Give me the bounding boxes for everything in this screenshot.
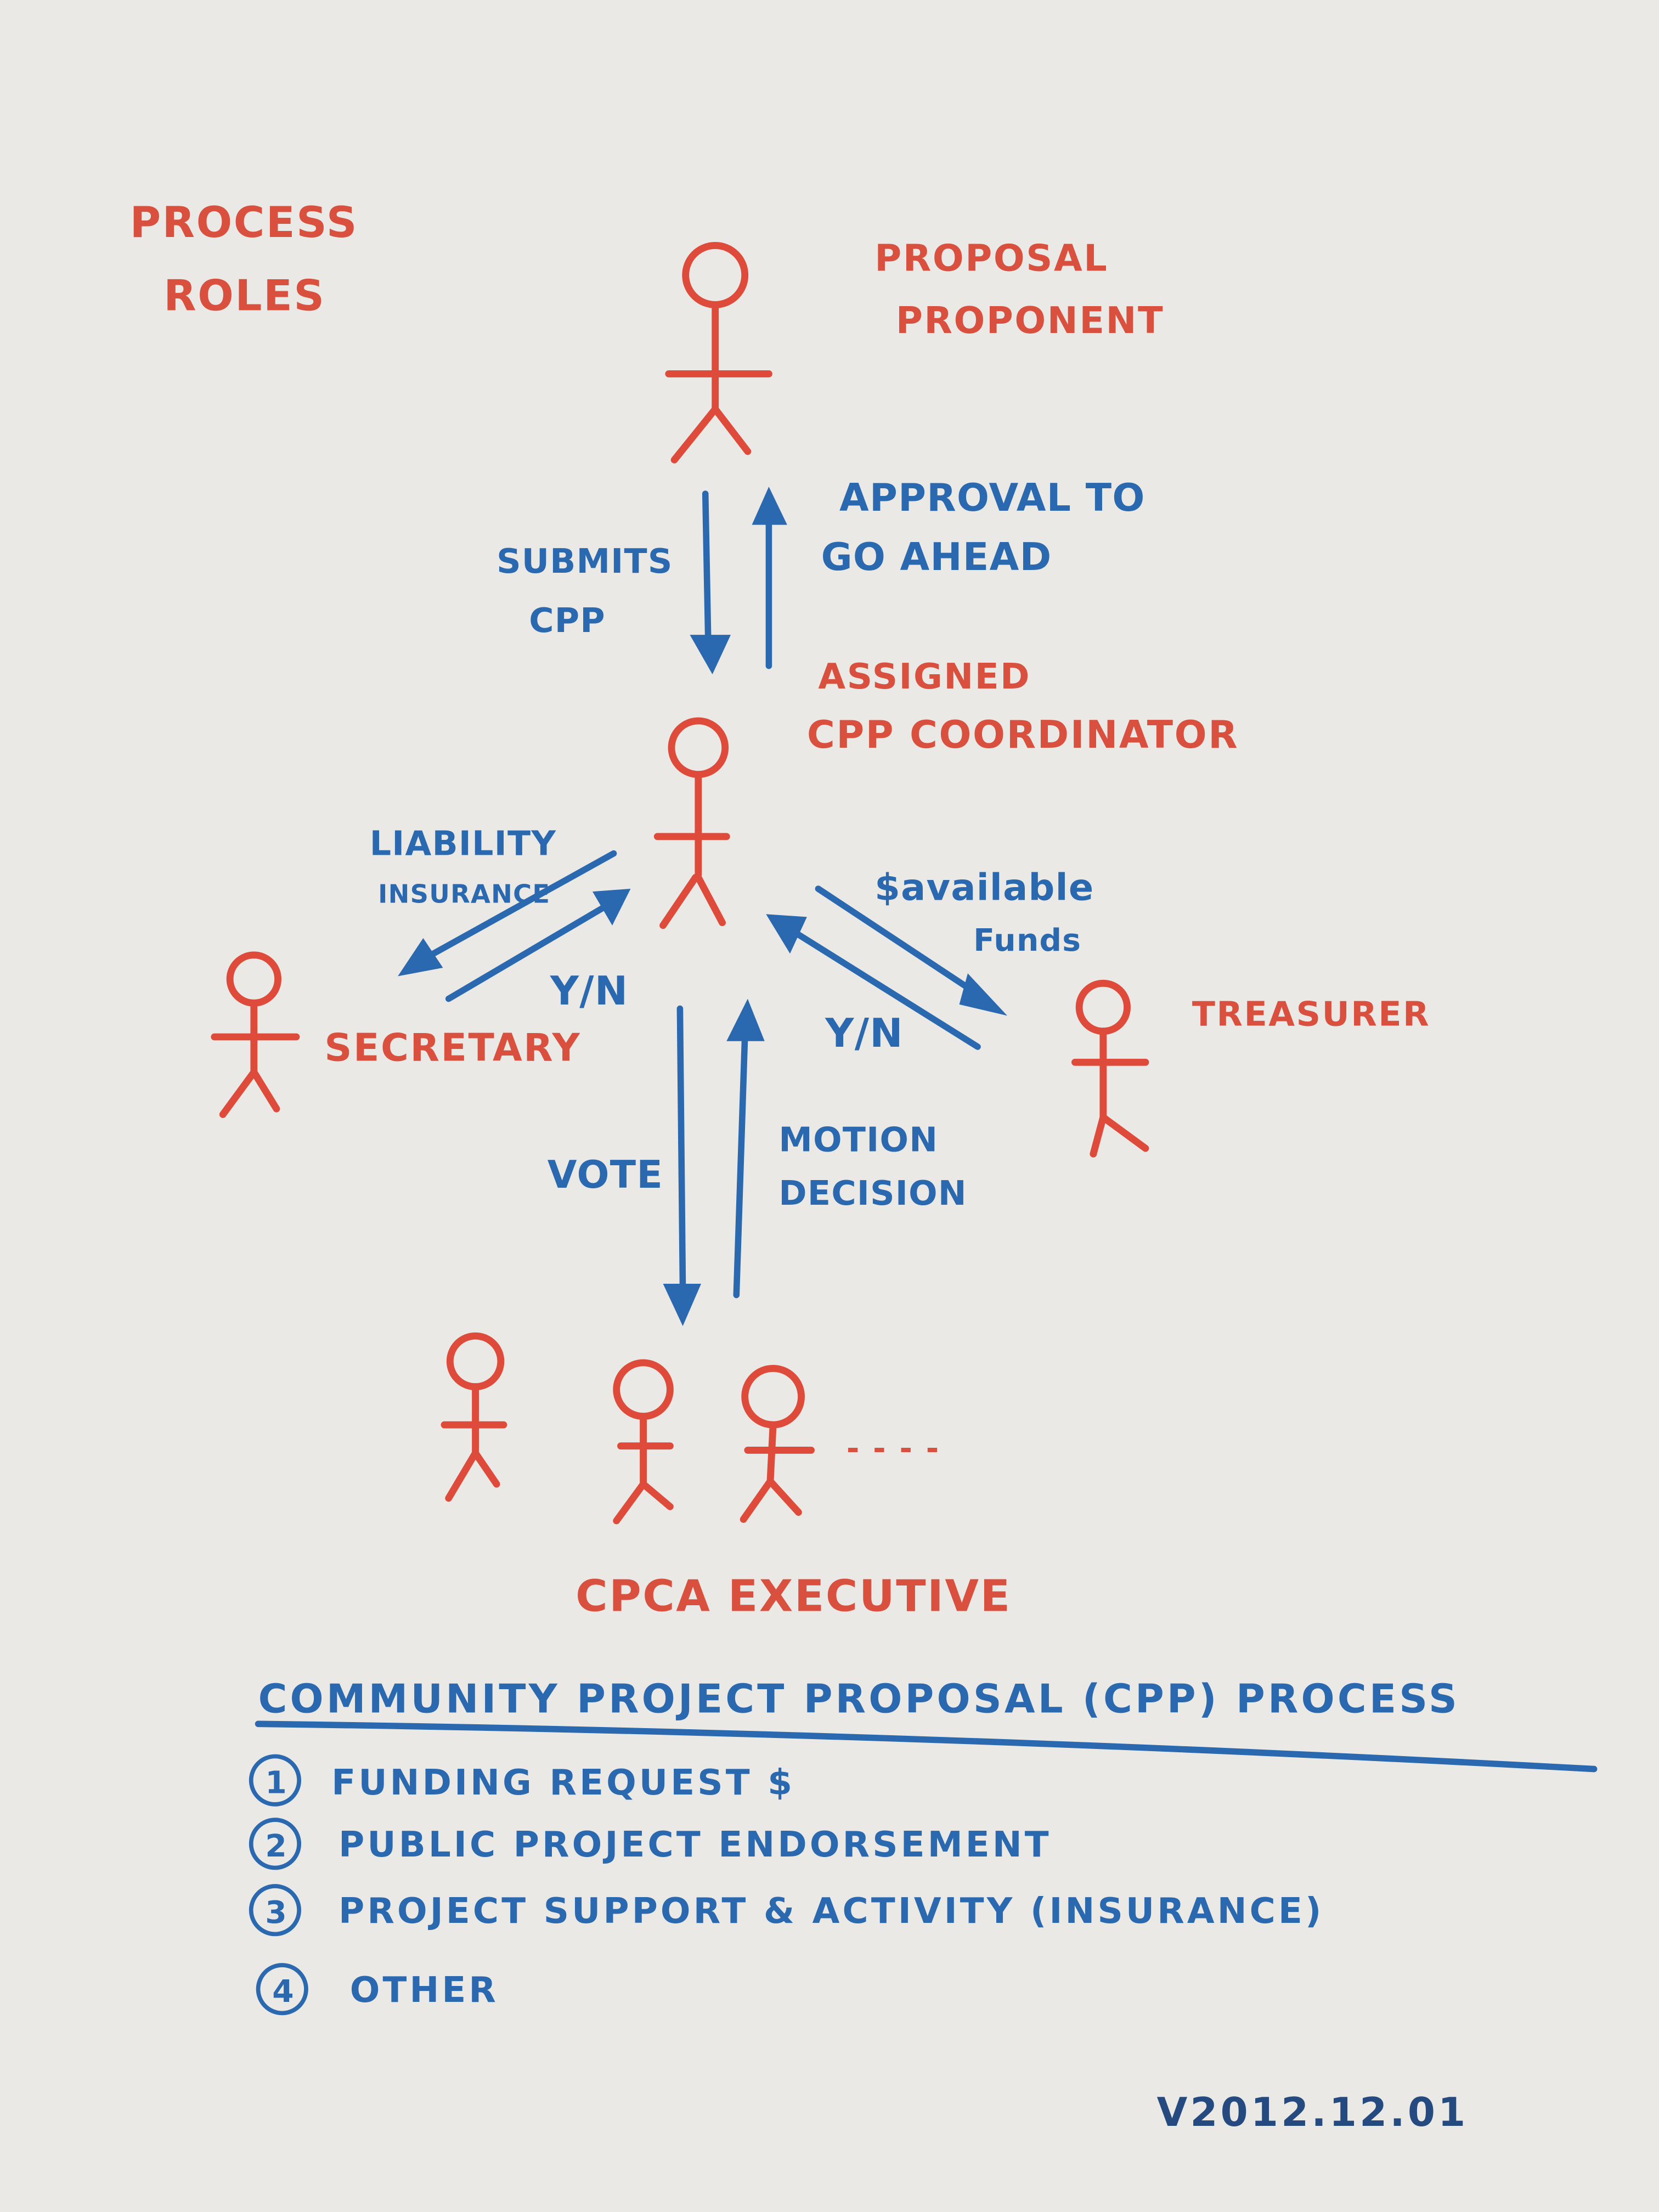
more-members-ellipsis: - - - -: [847, 1430, 940, 1466]
proponent-figure-icon: [665, 242, 772, 464]
liability-label-line1: Liability: [370, 823, 557, 863]
motion-arrow-icon: [726, 998, 765, 1299]
treasurer-label: Treasurer: [1192, 994, 1430, 1034]
executive-member-figure-icon: [441, 1332, 507, 1502]
title-line1: Process: [130, 198, 358, 247]
process-item-number: 3: [265, 1894, 290, 1931]
submits-label-line2: CPP: [529, 601, 606, 640]
funds-arrow-icon: [815, 885, 1007, 1016]
secretary-reply-arrow-icon: [445, 889, 631, 1002]
process-item-number: 2: [265, 1828, 290, 1864]
title-line2: Roles: [163, 272, 325, 321]
coordinator-label-line1: Assigned: [818, 656, 1031, 697]
motion-label-line1: Motion: [778, 1120, 938, 1159]
process-heading: Community Project Proposal (CPP) Process: [258, 1676, 1460, 1722]
process-item-label: Other: [350, 1970, 499, 2011]
proponent-label-line2: Proponent: [896, 299, 1164, 342]
vote-label: Vote: [548, 1153, 663, 1197]
liability-label-line2: Insurance: [378, 879, 550, 909]
executive-label: CPCA Executive: [575, 1571, 1012, 1622]
process-item: 4 Other: [256, 1963, 499, 2016]
submits-arrow-icon: [690, 490, 731, 675]
treasurer-reply-label: Y/N: [825, 1010, 904, 1056]
coordinator-label-line2: CPP Coordinator: [807, 713, 1239, 757]
process-item-label: Project Support & Activity (Insurance): [338, 1891, 1324, 1932]
approval-label-line1: Approval to: [839, 476, 1146, 520]
vote-arrow-icon: [663, 1005, 701, 1327]
funds-label-line2: Funds: [973, 922, 1081, 958]
secretary-label: Secretary: [324, 1026, 581, 1070]
funds-label-line1: $available: [874, 866, 1094, 909]
process-item-number: 1: [265, 1764, 290, 1801]
approval-label-line2: Go Ahead: [821, 535, 1052, 579]
process-item: 1 Funding Request $: [249, 1754, 795, 1807]
process-item: 3 Project Support & Activity (Insurance): [249, 1884, 1324, 1937]
approval-arrow-icon: [752, 487, 787, 669]
treasurer-reply-arrow-icon: [766, 914, 981, 1050]
coordinator-figure-icon: [653, 717, 730, 929]
executive-member-figure-icon: [613, 1359, 674, 1525]
motion-label-line2: Decision: [778, 1173, 967, 1213]
liability-arrow-icon: [398, 850, 617, 977]
secretary-figure-icon: [211, 951, 300, 1118]
process-item-label: Public Project Endorsement: [338, 1824, 1052, 1865]
process-item: 2 Public Project Endorsement: [249, 1818, 1052, 1870]
process-item-label: Funding Request $: [331, 1762, 795, 1803]
submits-label-line1: Submits: [496, 541, 673, 581]
treasurer-figure-icon: [1071, 979, 1149, 1158]
process-item-number: 4: [272, 1973, 297, 2010]
version-label: V2012.12.01: [1157, 2089, 1469, 2135]
executive-member-figure-icon: [740, 1364, 815, 1523]
secretary-reply-label: Y/N: [550, 968, 629, 1014]
proponent-label-line1: Proposal: [874, 237, 1108, 280]
heading-underline: [255, 1720, 1598, 1773]
